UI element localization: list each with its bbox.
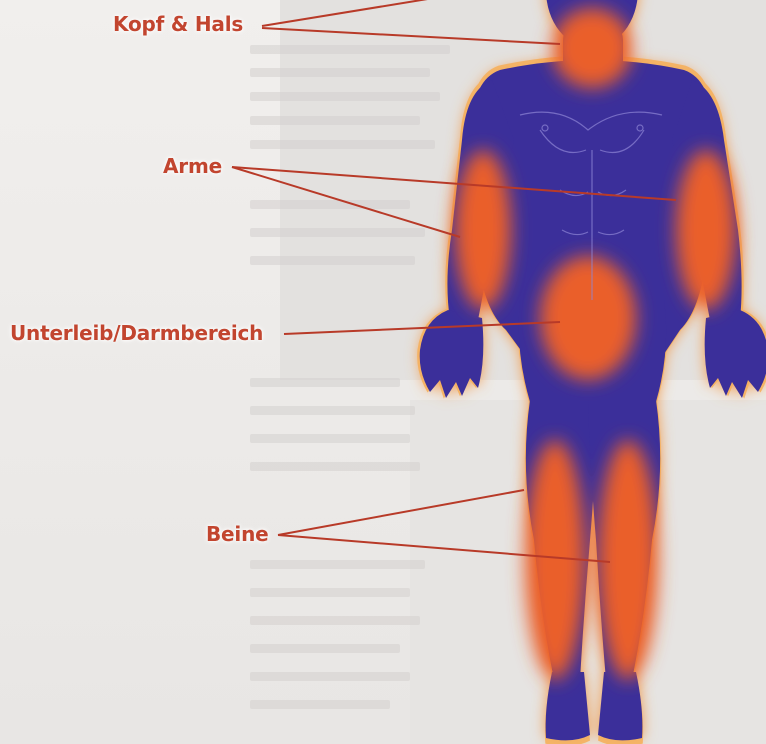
- hotspot-leg-right: [598, 440, 658, 680]
- label-abdomen: Unterleib/Darmbereich: [10, 321, 263, 345]
- leader-leg-left: [278, 490, 524, 535]
- leader-arm-left: [232, 167, 460, 237]
- hotspot-arm-left: [455, 150, 511, 310]
- label-arms: Arme: [163, 154, 222, 178]
- hotspot-abdomen: [540, 256, 636, 380]
- hotspot-head-neck: [552, 8, 632, 88]
- hotspot-arm-right: [676, 150, 736, 310]
- leader-head-upper: [262, 0, 446, 26]
- label-legs: Beine: [206, 522, 268, 546]
- leader-head-neck: [262, 28, 560, 44]
- label-head-neck: Kopf & Hals: [113, 12, 243, 36]
